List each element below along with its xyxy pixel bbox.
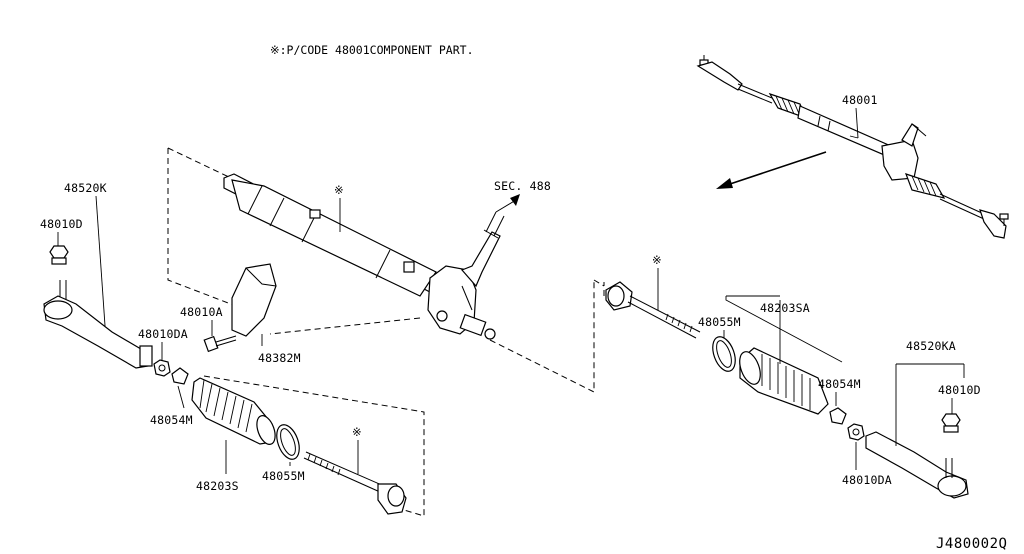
diagram-code: J480002Q <box>936 536 1007 552</box>
label-48054m-right: 48054M <box>818 377 861 391</box>
label-48520k: 48520K <box>64 181 107 195</box>
label-sec-488: SEC. 488 <box>494 179 551 193</box>
nut-48010d-right <box>941 413 961 433</box>
label-48010d-left: 48010D <box>40 217 83 231</box>
label-48055m-right: 48055M <box>698 315 741 329</box>
locknut-48010da-right <box>847 423 865 441</box>
label-48010d-right: 48010D <box>938 383 981 397</box>
tie-rod-end-48520ka <box>865 431 969 499</box>
nut-48010d-left <box>49 245 69 265</box>
reference-mark-icon: ※ <box>334 183 344 197</box>
locknut-48010da-left <box>153 359 171 377</box>
inner-tie-rod-right <box>605 281 701 339</box>
clamp-48054m-left <box>171 367 189 385</box>
arrow-icon <box>716 151 827 189</box>
label-48001: 48001 <box>842 93 878 107</box>
reference-mark-icon: ※ <box>652 253 662 267</box>
label-48010da-left: 48010DA <box>138 327 188 341</box>
inner-tie-rod-left <box>303 451 407 515</box>
boot-48203s <box>191 377 276 445</box>
rack-assembly-overview <box>696 55 1009 239</box>
arrow-icon <box>495 194 520 213</box>
clamp-48054m-right <box>829 407 847 425</box>
bracket-48382m <box>231 263 277 346</box>
label-48010a: 48010A <box>180 305 223 319</box>
label-48203sa: 48203SA <box>760 301 810 315</box>
label-48520ka: 48520KA <box>906 339 956 353</box>
label-48054m-left: 48054M <box>150 413 193 427</box>
label-48055m-left: 48055M <box>262 469 305 483</box>
label-48010da-right: 48010DA <box>842 473 892 487</box>
component-note: ※:P/CODE 48001COMPONENT PART. <box>270 43 474 57</box>
label-48203s: 48203S <box>196 479 239 493</box>
reference-mark-icon: ※ <box>352 425 362 439</box>
bolt-48010a <box>203 335 237 353</box>
tie-rod-end-48520k <box>43 280 153 369</box>
steering-gear-rack <box>167 147 595 393</box>
label-48382m: 48382M <box>258 351 301 365</box>
ring-48055m-right <box>712 336 736 372</box>
boot-48203sa <box>739 347 829 415</box>
ring-48055m-left <box>276 424 300 460</box>
